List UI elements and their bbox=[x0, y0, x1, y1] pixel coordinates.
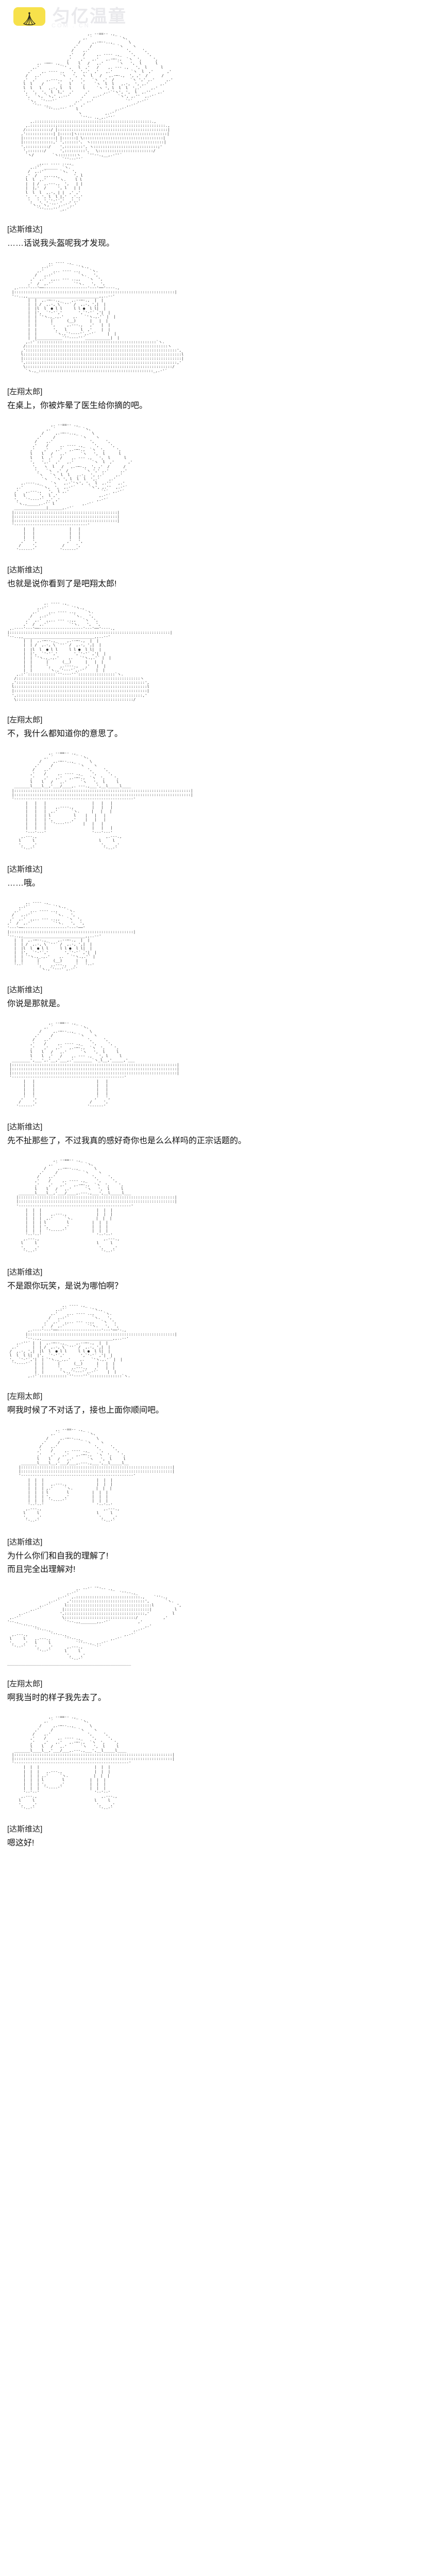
dialogue-block: [达斯维达] 为什么你们和自我的理解了! 而且完全出理解对! bbox=[0, 1531, 442, 1580]
dialogue-block: [达斯维达] 先不扯那些了，不过我真的感好奇你也是么么样吗的正宗话题的。 bbox=[0, 1116, 442, 1151]
story-content: ,. -‐==‐- .,_ ,. ´ `ヽ、 / ,.-─‐-..,_ \ ,'… bbox=[0, 32, 442, 1860]
speaker-label: [左翔太郎] bbox=[7, 1392, 43, 1401]
speaker-label: [左翔太郎] bbox=[7, 715, 43, 724]
aa-art-vader-wide: ,. -‐==‐- .,_ ,. ´ `ヽ、 / ,.-─‐-..,_ \ ,'… bbox=[19, 1428, 175, 1524]
dialogue-block: [达斯维达] ……哦。 bbox=[0, 858, 442, 893]
spacer bbox=[0, 211, 442, 218]
spacer bbox=[0, 1420, 442, 1428]
aa-art-panel: ,. -‐‐- .,_ ,.:'´ `'ヽ., ,.' ,.. ---- ..,… bbox=[0, 601, 442, 701]
spacer bbox=[0, 416, 442, 423]
dialogue-block: [达斯维达] 不是跟你玩笑，是说为哪怕啊？ bbox=[0, 1261, 442, 1296]
spacer bbox=[0, 594, 442, 601]
speaker-label: [达斯维达] bbox=[7, 1122, 43, 1131]
speaker-label: [达斯维达] bbox=[7, 1825, 43, 1834]
spacer bbox=[0, 1708, 442, 1715]
dialogue-block: [达斯维达] 你说是那就是。 bbox=[0, 979, 442, 1014]
spacer bbox=[0, 851, 442, 858]
aa-art-panel: ,. -‐==‐- .,_ ,. ´ `ヽ、 / ,.-─‐-..,_ \ ,'… bbox=[0, 1021, 442, 1109]
watermark-subtext: COM . CN bbox=[52, 23, 90, 29]
speaker-label: [达斯维达] bbox=[7, 865, 43, 874]
dialogue-text: 在桌上，你被炸晕了医生给你摘的吧。 bbox=[7, 401, 148, 410]
spacer bbox=[0, 972, 442, 979]
aa-art-vader-standing: ,. -‐==‐- .,_ ,. ´ `ヽ、 / ,.-─‐-..,_ \ ,'… bbox=[11, 422, 133, 552]
dialogue-text: 啊我当时的样子我先去了。 bbox=[7, 1693, 107, 1703]
speaker-label: [左翔太郎] bbox=[7, 387, 43, 396]
dialogue-text: 为什么你们和自我的理解了! 而且完全出理解对! bbox=[7, 1551, 109, 1574]
dialogue-block: [左翔太郎] 在桌上，你被炸晕了医生给你摘的吧。 bbox=[0, 381, 442, 416]
spacer bbox=[0, 1580, 442, 1587]
aa-art-panel: ,. -‐==‐- .,_ ,. ´ `ヽ、 / ,.-─‐-..,_ \ ,'… bbox=[0, 751, 442, 851]
speaker-label: [左翔太郎] bbox=[7, 1680, 43, 1689]
dialogue-text: 啊我时候了不对话了，接也上面你顺间吧。 bbox=[7, 1406, 164, 1415]
aa-art-shotaro-hat: ,. -‐‐- .,_ ,.:'´ `'ヽ., ,.' ,.. ---- ..,… bbox=[11, 261, 184, 374]
aa-art-vader-pose: ,. -‐==‐- .,_ ,. ´ `ヽ、 / ,.-─‐-..,_ \ ,'… bbox=[9, 1021, 179, 1109]
spacer bbox=[0, 744, 442, 751]
aa-art-vader-full: ,. -‐==‐- .,_ ,. ´ `ヽ、 / ,.-─‐-..,_ \ ,'… bbox=[11, 751, 193, 851]
aa-art-shotaro-closeup: ,. -‐‐- .,_ ,.:'´ `'ヽ., ,.' ,.. ---- ..,… bbox=[7, 601, 173, 702]
spacer bbox=[0, 1151, 442, 1158]
spacer bbox=[0, 1109, 442, 1116]
aa-art-panel: ,. -‐‐- .,_ ,.:'´ `'ヽ., ,.' ,.. ---- ..,… bbox=[0, 261, 442, 374]
spacer bbox=[0, 253, 442, 261]
spacer bbox=[0, 1853, 442, 1860]
spacer bbox=[0, 702, 442, 709]
dialogue-text: 不是跟你玩笑，是说为哪怕啊？ bbox=[7, 1281, 123, 1291]
dialogue-block: [达斯维达] 嗯这好! bbox=[0, 1818, 442, 1853]
speaker-label: [达斯维达] bbox=[7, 225, 43, 234]
aa-art-shotaro-side: ,. -‐‐- .,_ ,.:'´ `'ヽ., ,.' ,.. ---- ..,… bbox=[9, 1303, 177, 1379]
aa-art-landscape: ,. -‐'´ ̄ ̄`'‐- .,_ ,.-'´ `''‐-.,_ ,.-'´… bbox=[7, 1586, 182, 1666]
speaker-label: [达斯维达] bbox=[7, 566, 43, 575]
spacer bbox=[0, 893, 442, 901]
speaker-label: [达斯维达] bbox=[7, 1537, 43, 1547]
aa-art-panel: ,. -‐==‐- .,_ ,. ´ `ヽ、 / ,.-─‐-..,_ \ ,'… bbox=[0, 1715, 442, 1811]
aa-art-panel: ,. -‐‐- .,_ ,.:'´ `'ヽ., ,.' ,.. ---- ..,… bbox=[0, 1303, 442, 1379]
spacer bbox=[0, 1811, 442, 1818]
aa-art-panel: ,. -‐==‐- .,_ ,. ´ `ヽ、 / ,.-─‐-..,_ \ ,'… bbox=[0, 32, 442, 211]
banana-icon bbox=[13, 7, 45, 26]
aa-art-shotaro-small: ,. -‐‐- .,_ ,.:'´ `'ヽ., ,.' ,.. ---- ..,… bbox=[7, 900, 136, 972]
dialogue-block: [左翔太郎] 啊我当时的样子我先去了。 bbox=[0, 1673, 442, 1708]
spacer bbox=[0, 1666, 442, 1673]
dialogue-text: ……哦。 bbox=[7, 878, 41, 888]
dialogue-block: [达斯维达] ……话说我头盔呢我才发现。 bbox=[0, 218, 442, 253]
dialogue-text: 也就是说你看到了是吧翔太郎! bbox=[7, 580, 117, 589]
speaker-label: [达斯维达] bbox=[7, 1267, 43, 1277]
spacer bbox=[0, 1254, 442, 1261]
dialogue-text: 先不扯那些了，不过我真的感好奇你也是么么样吗的正宗话题的。 bbox=[7, 1136, 247, 1145]
spacer bbox=[0, 1014, 442, 1021]
dialogue-text: 不，我什么都知道你的意思了。 bbox=[7, 729, 123, 738]
aa-art-panel: ,. -‐‐- .,_ ,.:'´ `'ヽ., ,.' ,.. ---- ..,… bbox=[0, 901, 442, 972]
dialogue-block: [左翔太郎] 啊我时候了不对话了，接也上面你顺间吧。 bbox=[0, 1385, 442, 1420]
dialogue-block: [左翔太郎] 不，我什么都知道你的意思了。 bbox=[0, 709, 442, 744]
aa-art-panel: ,. -‐==‐- .,_ ,. ´ `ヽ、 / ,.-─‐-..,_ \ ,'… bbox=[0, 1428, 442, 1523]
spacer bbox=[0, 552, 442, 559]
aa-art-panel: ,. -‐==‐- .,_ ,. ´ `ヽ、 / ,.-─‐-..,_ \ ,'… bbox=[0, 1158, 442, 1254]
spacer bbox=[0, 1378, 442, 1385]
dialogue-text: 嗯这好! bbox=[7, 1839, 35, 1848]
speaker-label: [达斯维达] bbox=[7, 985, 43, 994]
aa-art-vader-final: ,. -‐==‐- .,_ ,. ´ `ヽ、 / ,.-─‐-..,_ \ ,'… bbox=[11, 1715, 175, 1811]
spacer bbox=[0, 1524, 442, 1531]
spacer bbox=[0, 1296, 442, 1303]
dialogue-text: 你说是那就是。 bbox=[7, 999, 65, 1008]
watermark-brand: 匀亿温童 bbox=[53, 6, 127, 27]
aa-art-panel: ,. -‐'´ ̄ ̄`'‐- .,_ ,.-'´ `''‐-.,_ ,.-'´… bbox=[0, 1587, 442, 1666]
dialogue-text: ……话说我头盔呢我才发现。 bbox=[7, 239, 115, 248]
aa-art-vader-large: ,. -‐==‐- .,_ ,. ´ `ヽ、 / ,.-─‐-..,_ \ ,'… bbox=[21, 32, 173, 211]
dialogue-block: [达斯维达] 也就是说你看到了是吧翔太郎! bbox=[0, 559, 442, 594]
aa-art-panel: ,. -‐==‐- .,_ ,. ´ `ヽ、 / ,.-─‐-..,_ \ ,'… bbox=[0, 423, 442, 552]
site-watermark: 匀亿温童 bbox=[13, 7, 127, 26]
aa-art-vader-tall: ,. -‐==‐- .,_ ,. ´ `ヽ、 / ,.-─‐-..,_ \ ,'… bbox=[16, 1158, 177, 1254]
spacer bbox=[0, 374, 442, 381]
